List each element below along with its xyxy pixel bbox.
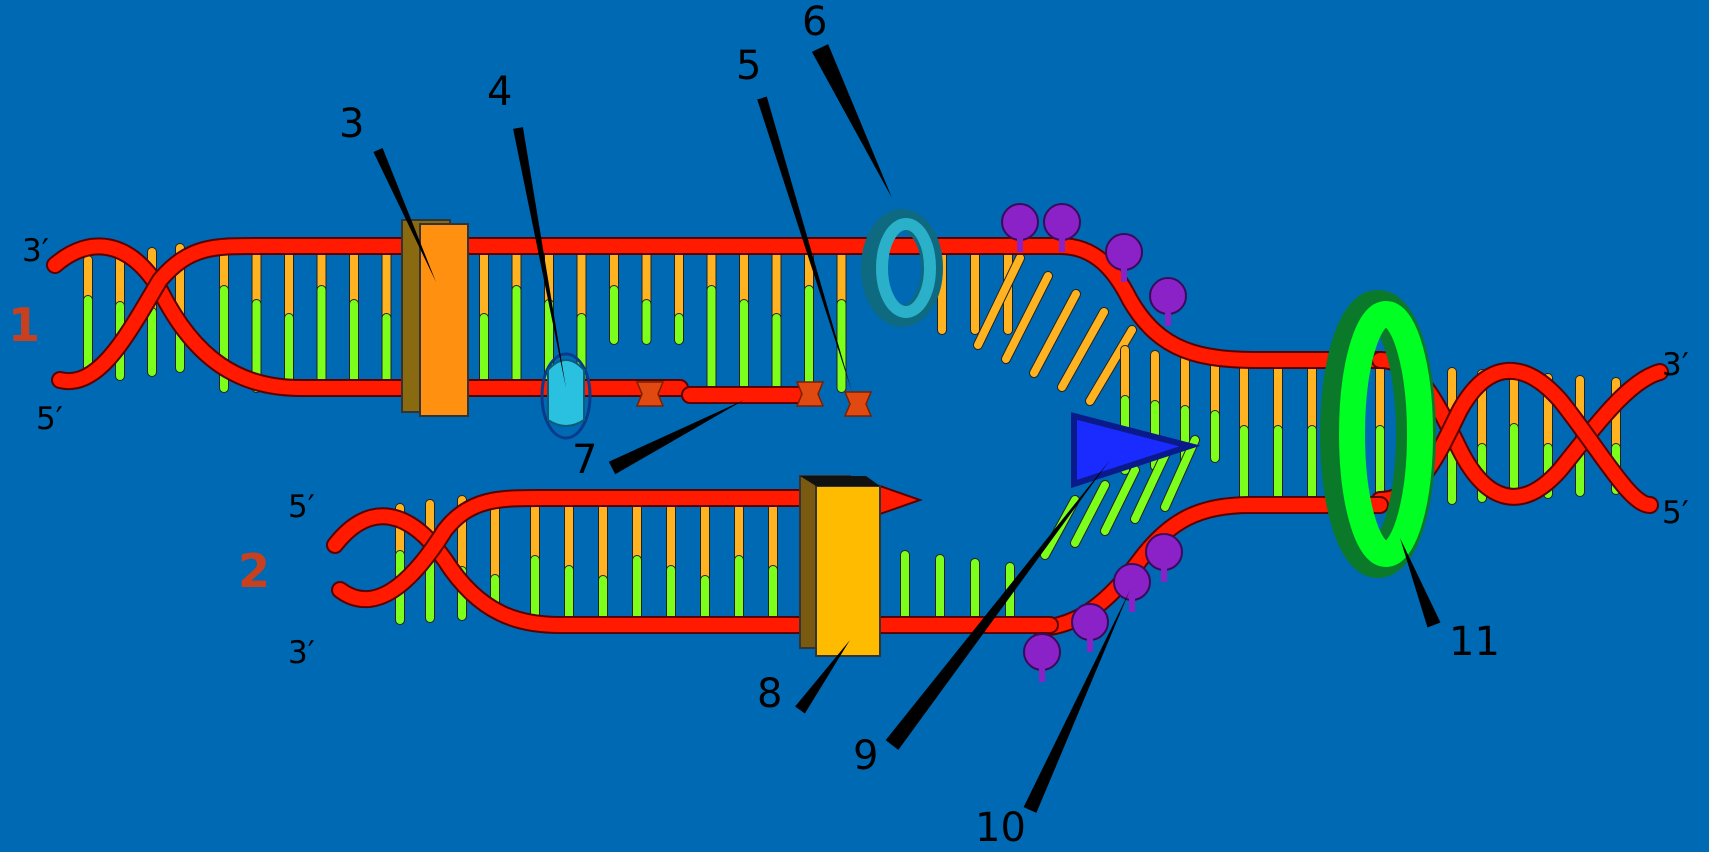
end-label-right-3prime: 3′: [1662, 347, 1689, 383]
callout-4-label: 4: [487, 69, 513, 115]
pointer-3: [373, 147, 436, 282]
upper-fork-base-1: [1002, 272, 1052, 363]
callout-9-label: 9: [853, 733, 879, 779]
polymerase-8-top: [800, 476, 880, 486]
ligase-4-ring: [540, 352, 592, 440]
callout-3-label: 3: [339, 101, 365, 147]
s2-bottom-backbone: [328, 509, 1057, 632]
proteins: [401, 203, 1436, 682]
end-label-s1-5prime: 5′: [36, 401, 63, 437]
pointer-11: [1400, 538, 1441, 628]
pointer-4: [513, 127, 566, 389]
ssb-protein-0: [1001, 203, 1039, 241]
strand-2-label: 2: [238, 544, 271, 598]
leading-strand-arrowhead: [879, 484, 924, 516]
ssb-protein-6: [1071, 603, 1109, 641]
s1-top-backbone: [53, 238, 1387, 389]
lower-fork-base-3: [1131, 451, 1169, 523]
ssb-protein-2: [1105, 233, 1143, 271]
pointer-10: [1023, 590, 1130, 813]
lower-fork-base-4: [1161, 436, 1199, 511]
ssb-protein-4: [1145, 533, 1183, 571]
callout-11-label: 11: [1449, 619, 1500, 665]
callout-5-label: 5: [736, 43, 762, 89]
pointer-6: [811, 44, 892, 198]
end-label-right-5prime: 5′: [1662, 495, 1689, 531]
s2-top-backbone: [333, 491, 887, 607]
ssb-protein-7: [1023, 633, 1061, 671]
pointer-7: [608, 400, 744, 475]
upper-fork-base-0: [974, 254, 1024, 349]
ssb-protein-5: [1113, 563, 1151, 601]
upper-fork-base-3: [1058, 308, 1108, 391]
callout-pointers: [373, 44, 1441, 813]
ligase-4: [547, 359, 585, 427]
upper-fork-base-4: [1086, 326, 1136, 405]
polymerase-3: [419, 223, 469, 417]
callout-7-label: 7: [572, 437, 598, 483]
helicase-11: [1339, 301, 1433, 567]
rna-primer-0: [635, 381, 665, 407]
pointer-8: [795, 640, 850, 714]
pointer-5: [757, 96, 852, 392]
end-label-s1-3prime: 3′: [22, 233, 49, 269]
upper-fork-base-2: [1030, 290, 1080, 377]
end-label-s2-3prime: 3′: [288, 635, 315, 671]
lower-fork-base-1: [1071, 481, 1109, 547]
ssb-protein-1: [1043, 203, 1081, 241]
pointer-9: [885, 460, 1110, 750]
ssb-protein-3: [1149, 277, 1187, 315]
polymerase-8: [815, 485, 881, 657]
strand-1-label: 1: [8, 298, 41, 352]
primase-9: [1071, 412, 1201, 489]
callout-6-label: 6: [802, 0, 828, 45]
lower-fork-base-2: [1101, 466, 1139, 535]
rna-primer-1: [795, 381, 825, 407]
callout-8-label: 8: [757, 671, 783, 717]
clamp-6: [876, 218, 936, 318]
rna-primer-2: [843, 391, 873, 417]
end-label-s2-5prime: 5′: [288, 489, 315, 525]
callout-10-label: 10: [975, 805, 1026, 851]
